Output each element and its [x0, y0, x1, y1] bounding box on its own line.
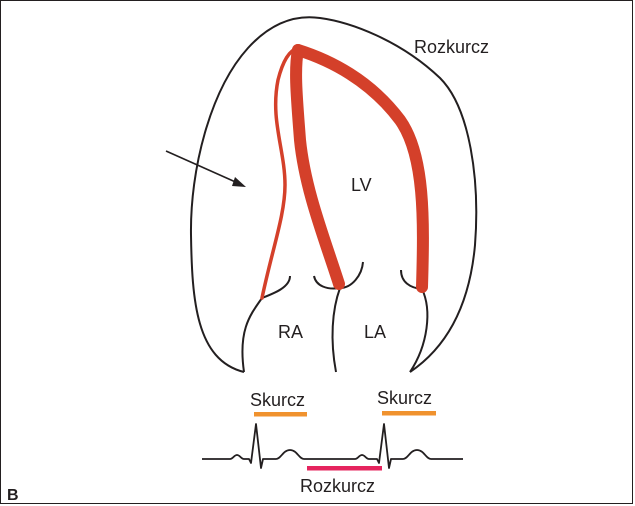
systole-bar-left: [254, 412, 307, 417]
arrow-pointer-icon: [166, 151, 246, 187]
ecg-trace: [202, 424, 463, 468]
lv-lateral-wall: [298, 50, 423, 287]
label-skurcz-left: Skurcz: [250, 390, 305, 410]
systole-bar-right: [382, 411, 436, 416]
interatrial-septum: [333, 288, 340, 372]
label-la: LA: [364, 322, 386, 342]
panel-letter: B: [7, 487, 19, 504]
label-rozkurcz-top: Rozkurcz: [414, 37, 489, 57]
label-lv: LV: [351, 175, 372, 195]
label-ra: RA: [278, 322, 303, 342]
diastole-bar: [307, 466, 382, 471]
label-rozkurcz-bottom: Rozkurcz: [300, 476, 375, 496]
ra-outer-wall: [242, 298, 262, 372]
label-skurcz-right: Skurcz: [377, 388, 432, 408]
lv-septum-wall: [296, 50, 339, 284]
